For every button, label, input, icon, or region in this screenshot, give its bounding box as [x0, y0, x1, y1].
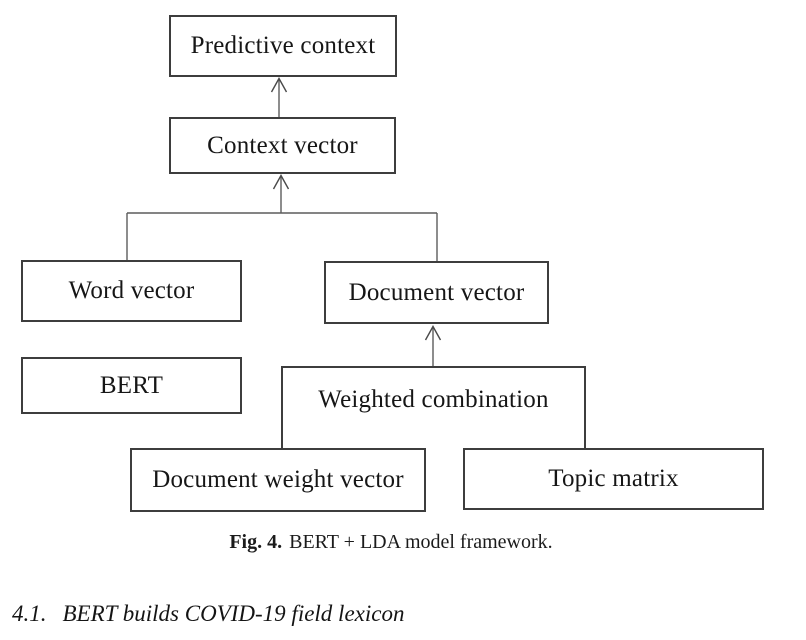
node-weighted-combination: Weighted combination	[281, 366, 586, 448]
node-predictive-context: Predictive context	[169, 15, 397, 77]
node-label: Context vector	[207, 131, 358, 159]
node-label: BERT	[99, 371, 164, 399]
node-word-vector: Word vector	[21, 260, 242, 322]
arrow-context-to-predictive-head-icon	[270, 77, 288, 93]
node-label: Document weight vector	[152, 466, 404, 493]
node-label: Document vector	[348, 278, 525, 306]
node-label: Topic matrix	[548, 465, 679, 492]
node-bert: BERT	[21, 357, 242, 414]
node-label: Word vector	[68, 277, 195, 304]
node-context-vector: Context vector	[169, 117, 396, 174]
figure-caption-text: BERT + LDA model framework.	[289, 531, 553, 553]
figure-caption-label: Fig. 4.	[229, 531, 283, 553]
section-heading: 4.1. BERT builds COVID-19 field lexicon	[12, 601, 404, 627]
node-topic-matrix: Topic matrix	[463, 448, 764, 510]
arrow-weighted-to-docvec-head-icon	[424, 325, 442, 341]
figure-caption: Fig. 4. BERT + LDA model framework.	[0, 531, 782, 554]
node-label: Predictive context	[190, 32, 376, 59]
node-document-weight-vector: Document weight vector	[130, 448, 426, 512]
node-document-vector: Document vector	[324, 261, 549, 324]
node-label: Weighted combination	[318, 386, 549, 413]
arrow-branch-to-context-head-icon	[272, 174, 290, 190]
section-heading-title: BERT builds COVID-19 field lexicon	[62, 601, 405, 626]
section-heading-number: 4.1.	[12, 601, 47, 626]
